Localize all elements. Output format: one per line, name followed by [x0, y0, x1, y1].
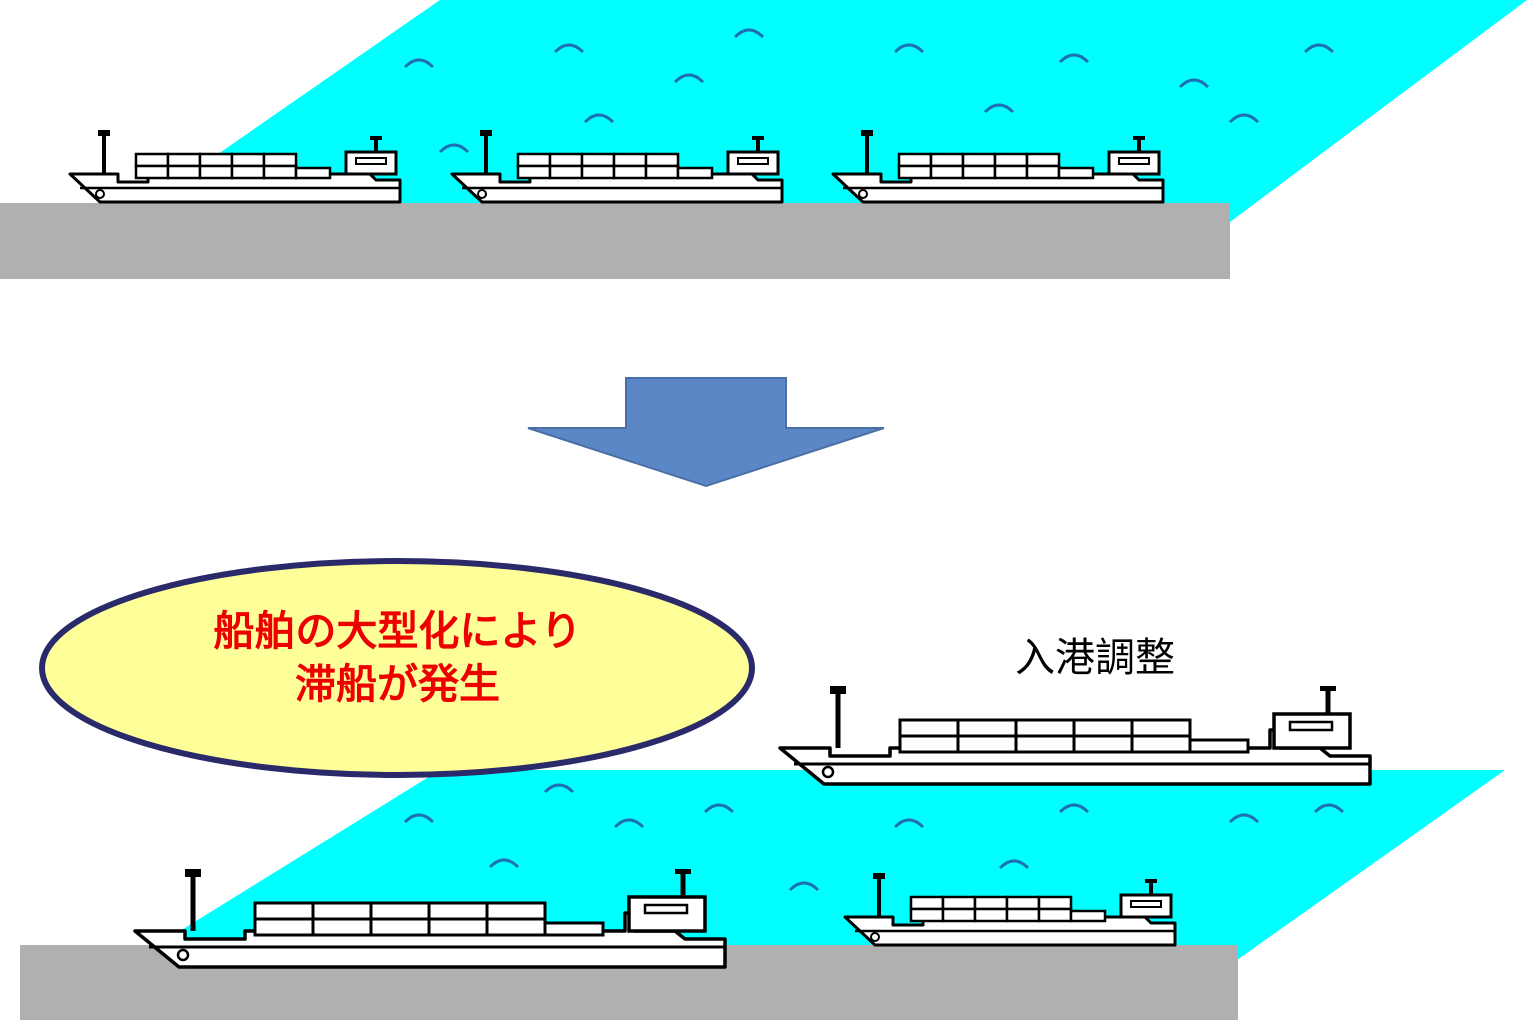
berthing-adjustment-label: 入港調整 — [1015, 635, 1175, 681]
top-water — [120, 0, 1527, 222]
callout-text: 船舶の大型化により 滞船が発生 — [40, 605, 755, 711]
top-quay — [0, 203, 1230, 279]
callout-line-2: 滞船が発生 — [295, 660, 500, 708]
callout-bubble — [39, 558, 755, 778]
down-arrow-icon — [527, 377, 885, 488]
waiting-ship-icon — [780, 686, 1370, 784]
callout-line-1: 船舶の大型化により — [213, 607, 582, 655]
